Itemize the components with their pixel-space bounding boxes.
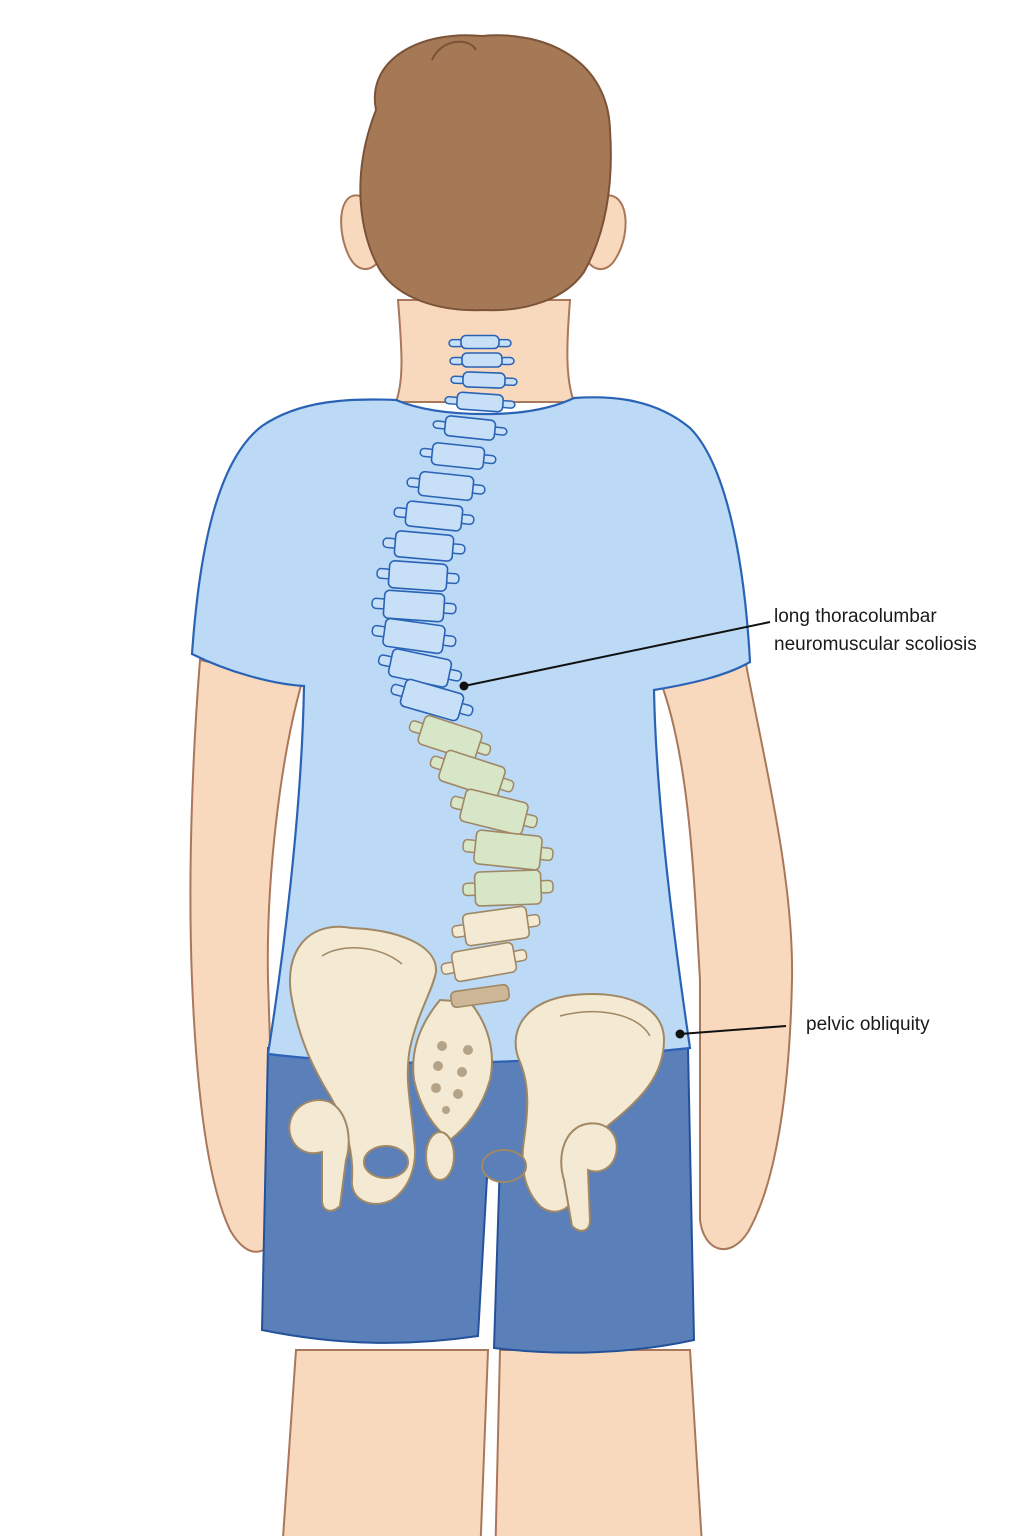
sacral-foramen [437, 1041, 447, 1051]
vertebral-body [382, 617, 446, 655]
right-ear [586, 194, 627, 270]
vertebra [462, 869, 554, 907]
vertebral-body [473, 869, 543, 907]
pubic-symphysis [425, 1131, 455, 1181]
scoliosis-leader-dot [459, 681, 469, 691]
head-hair [359, 34, 612, 312]
left-femur [288, 1098, 350, 1212]
sacral-foramen [433, 1061, 443, 1071]
vertebra [448, 334, 512, 350]
vertebral-body [461, 905, 531, 947]
vertebra [382, 530, 466, 562]
right-obturator [481, 1149, 527, 1183]
scoliosis-label: long thoracolumbar neuromuscular scolios… [774, 603, 977, 659]
spine [371, 334, 554, 1009]
right-ilium-inner [559, 1011, 651, 1037]
vertebral-body [417, 470, 475, 502]
vertebra [408, 714, 492, 762]
leader-lines [459, 621, 787, 1039]
scoliosis-label-line2: neuromuscular scoliosis [774, 634, 977, 655]
vertebral-body [443, 415, 497, 441]
vertebral-body [450, 941, 518, 983]
vertebra [419, 442, 497, 470]
vertebra [451, 905, 541, 947]
left-ear [340, 194, 380, 270]
vertebral-body [473, 829, 543, 871]
vertebral-body [399, 678, 465, 722]
vertebra [432, 415, 508, 441]
left-ilium-inner [321, 947, 403, 965]
vertebra [371, 617, 457, 655]
vertebra [449, 352, 515, 368]
vertebral-body [387, 560, 449, 592]
pelvic-leader-line [679, 1025, 787, 1035]
pelvic-leader-dot [675, 1029, 685, 1039]
sacral-foramina [431, 1041, 473, 1114]
right-femur [560, 1122, 618, 1232]
arms [189, 658, 794, 1253]
scoliosis-leader-line [463, 621, 771, 687]
vertebral-body [462, 371, 506, 389]
vertebral-body [438, 749, 506, 799]
vertebra [406, 470, 486, 502]
vertebral-body [450, 983, 510, 1009]
vertebra [450, 983, 510, 1009]
right-arm [658, 662, 794, 1251]
vertebral-body [393, 530, 455, 562]
sacral-foramen [457, 1067, 467, 1077]
vertebra [462, 829, 554, 871]
vertebra [393, 500, 475, 532]
right-leg [494, 1349, 703, 1536]
left-arm [189, 658, 304, 1253]
vertebra [449, 788, 539, 836]
vertebra [450, 371, 518, 389]
vertebral-body [417, 714, 483, 762]
vertebra [429, 749, 515, 799]
sacral-foramen [463, 1045, 473, 1055]
pelvic-obliquity-label: pelvic obliquity [806, 1014, 930, 1035]
vertebral-body [460, 334, 500, 350]
vertebra [371, 589, 457, 623]
vertebra [390, 678, 474, 722]
legs [282, 1349, 703, 1536]
hair-cowlick [431, 40, 477, 61]
vertebral-body [430, 442, 486, 470]
vertebral-body [382, 589, 446, 623]
vertebra [440, 941, 528, 983]
sacral-foramen [431, 1083, 441, 1093]
vertebral-body [459, 788, 529, 836]
left-ilium [289, 925, 438, 1205]
sacral-foramen [453, 1089, 463, 1099]
vertebra [444, 391, 516, 413]
left-obturator [363, 1145, 409, 1179]
vertebral-body [455, 391, 505, 413]
left-leg [282, 1349, 490, 1536]
vertebra [376, 560, 460, 592]
sacral-foramen [442, 1106, 450, 1114]
vertebral-body [404, 500, 464, 532]
vertebral-body [461, 352, 503, 368]
scoliosis-label-line1: long thoracolumbar [774, 606, 937, 627]
pelvis [288, 925, 666, 1232]
